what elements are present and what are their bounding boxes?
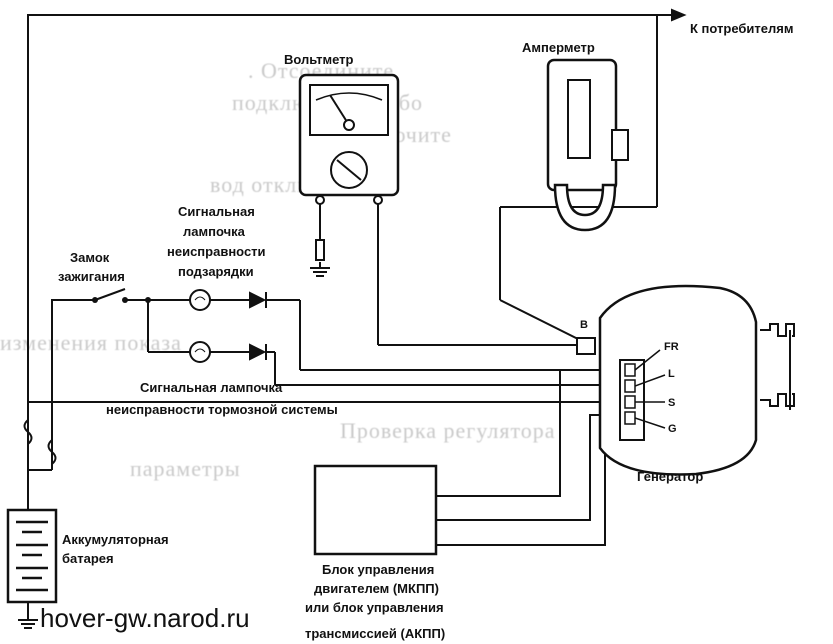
label-charge-lamp: подзарядки [178,264,254,279]
label-ecu: или блок управления [305,600,444,615]
label-battery: Аккумуляторная [62,532,169,547]
ghost-text: Проверка регулятора [340,418,556,443]
label-ignition: Замок [70,250,110,265]
label-consumers: К потребителям [690,21,793,36]
ghost-text: параметры [130,456,241,481]
label-terminal-g: G [668,423,677,435]
label-voltmeter: Вольтметр [284,52,354,67]
label-brake-lamp: неисправности тормозной системы [106,402,338,417]
charge-warning-lamp-icon [189,289,211,363]
label-charge-lamp: Сигнальная [178,204,255,219]
label-generator: Генератор [637,469,703,484]
label-battery: батарея [62,551,114,566]
label-ecu: Блок управления [322,562,434,577]
label-ignition: зажигания [58,269,125,284]
ecu-box [313,464,438,556]
label-ecu: двигателем (МКПП) [314,581,439,596]
label-terminal-fr: FR [664,341,679,353]
battery-icon [6,508,58,604]
label-ammeter: Амперметр [522,40,595,55]
generator-icon [576,284,795,476]
label-brake-lamp: Сигнальная лампочка [140,380,283,395]
label-terminal-b: B [580,319,588,331]
label-terminal-l: L [668,368,675,380]
ghost-text: изменения показа [0,330,182,355]
label-charge-lamp: неисправности [167,244,266,259]
label-ecu: трансмиссией (АКПП) [305,626,445,641]
diode-icon [249,291,267,361]
label-charge-lamp: лампочка [183,224,246,239]
ammeter-icon [546,58,629,232]
voltmeter-icon [298,73,400,205]
watermark-url: hover-gw.narod.ru [40,603,250,633]
label-terminal-s: S [668,397,675,409]
